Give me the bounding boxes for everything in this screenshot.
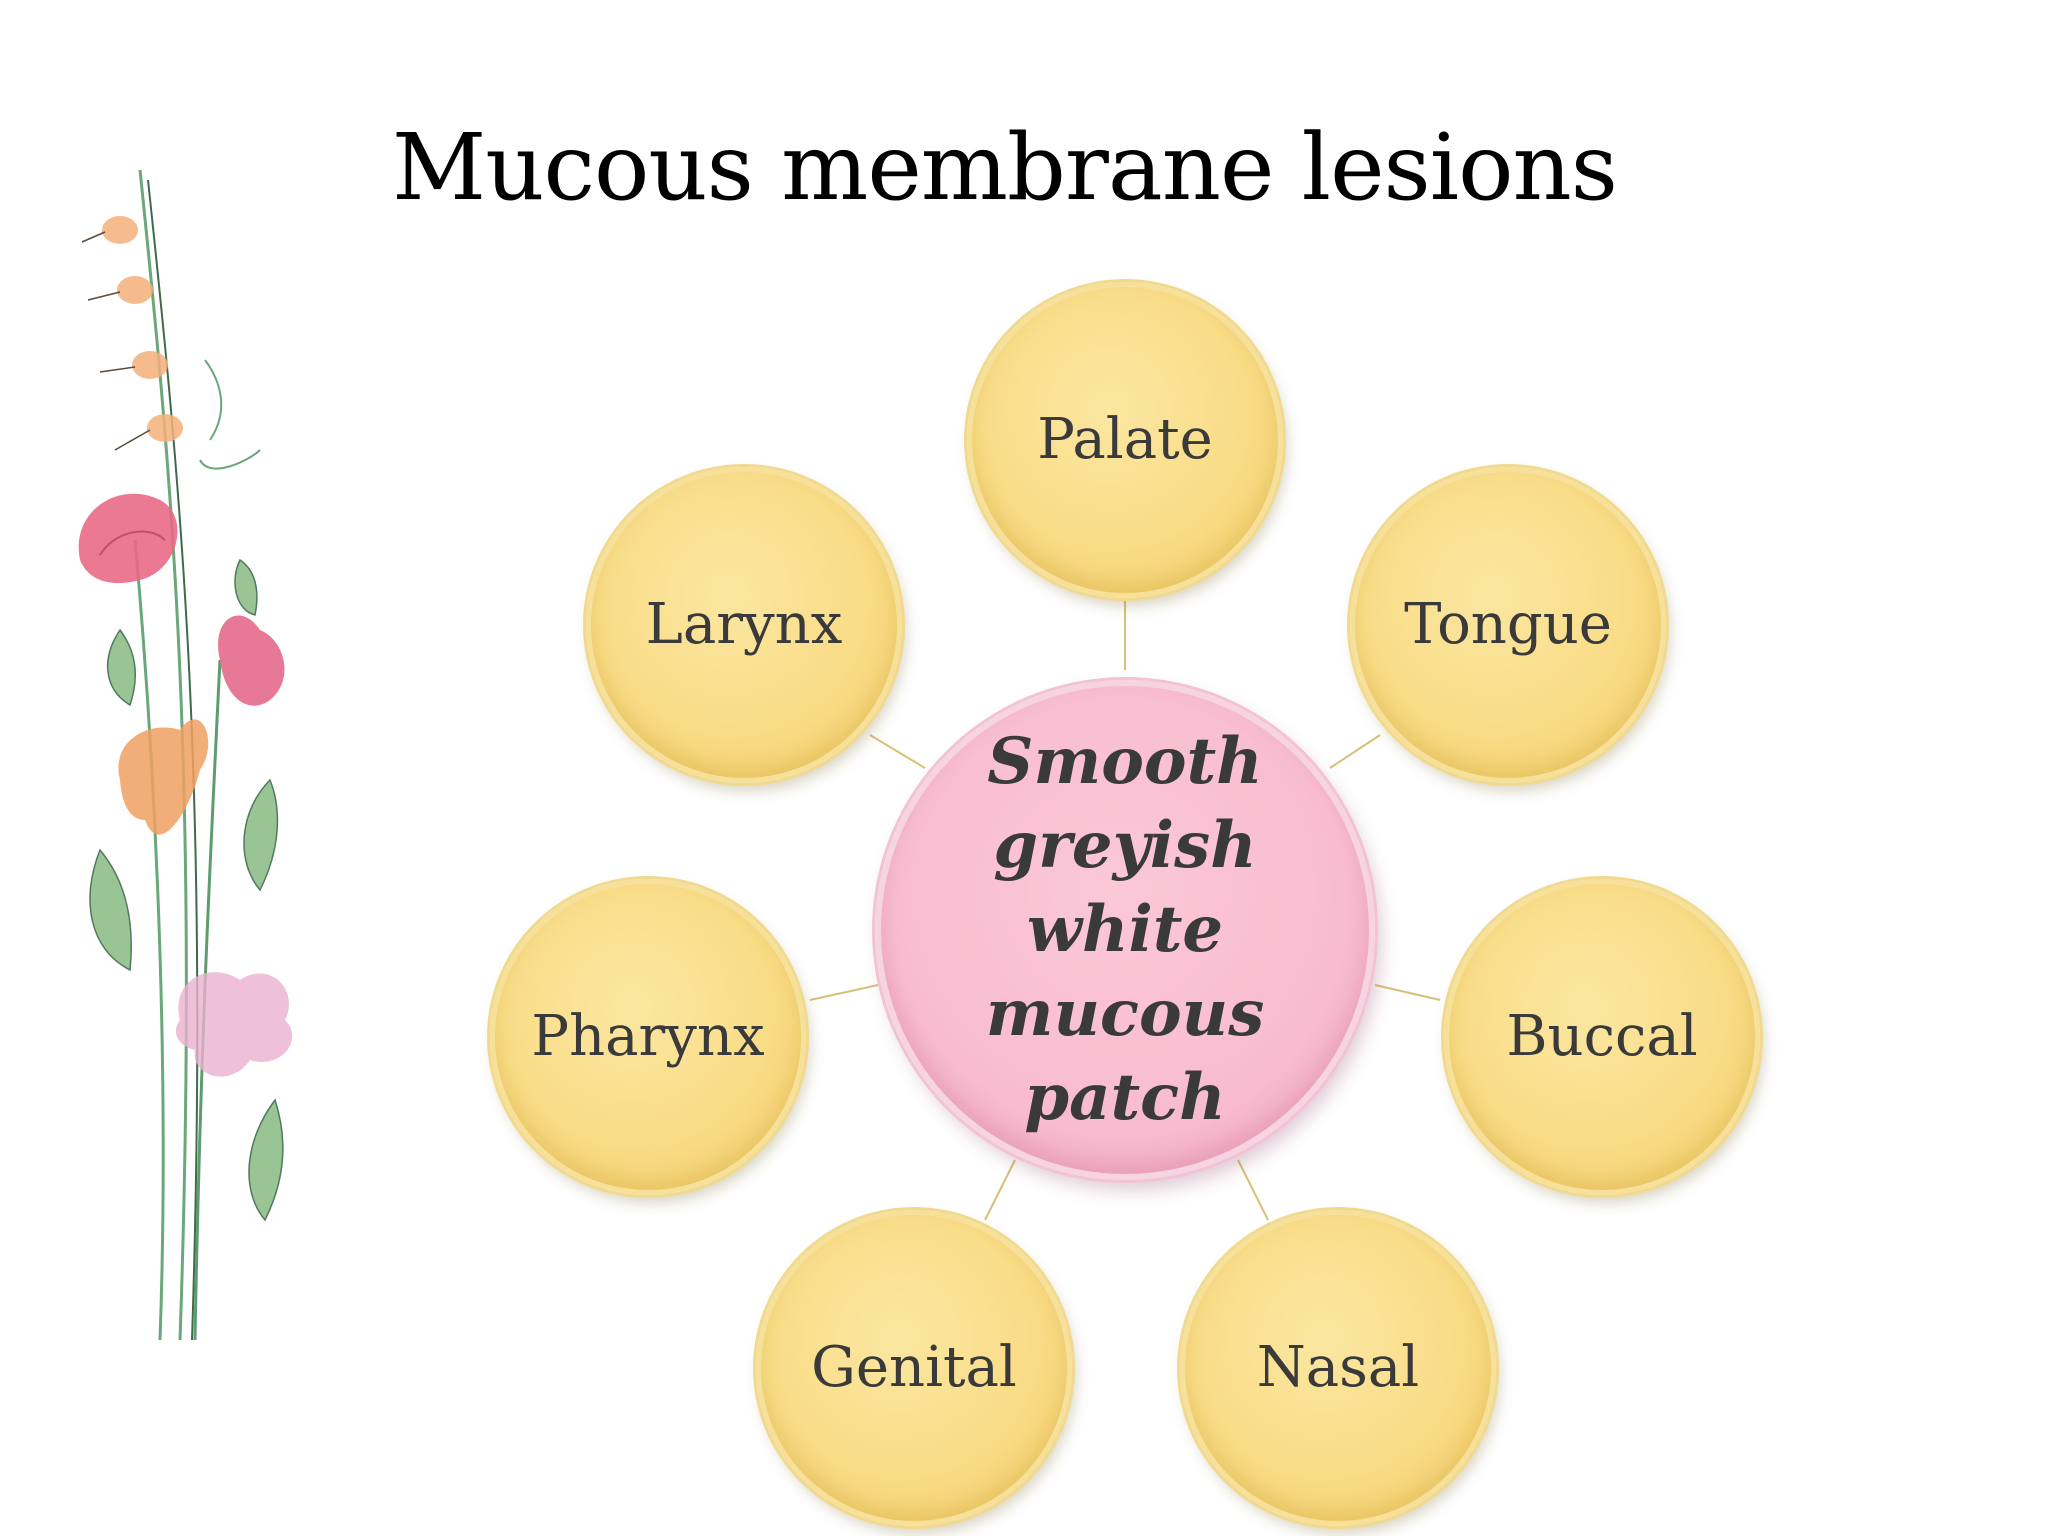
connector-tongue [1329,734,1381,769]
node-label: Buccal [1506,1004,1698,1069]
connector-pharynx [809,984,879,1001]
node-label: Genital [811,1335,1017,1400]
connector-buccal [1374,984,1441,1001]
node-label: Pharynx [531,1004,765,1069]
node-label: Tongue [1404,592,1612,657]
node-label: Nasal [1256,1335,1420,1400]
connector-genital [984,1159,1016,1221]
node-label: Larynx [645,592,843,657]
watercolor-flower-stem-icon [78,169,293,1341]
node-pharynx: Pharynx [490,879,806,1195]
node-genital: Genital [756,1210,1072,1526]
node-larynx: Larynx [586,467,902,783]
connector-nasal [1237,1159,1269,1221]
node-label: Palate [1037,407,1213,472]
center-node-label: Smooth greyish white mucous patch [985,724,1265,1135]
center-node: Smooth greyish white mucous patch [875,680,1375,1180]
node-tongue: Tongue [1350,467,1666,783]
node-buccal: Buccal [1444,879,1760,1195]
connector-larynx [869,734,926,769]
node-palate: Palate [967,282,1283,598]
node-nasal: Nasal [1180,1210,1496,1526]
slide-title: Mucous membrane lesions [392,114,1618,221]
